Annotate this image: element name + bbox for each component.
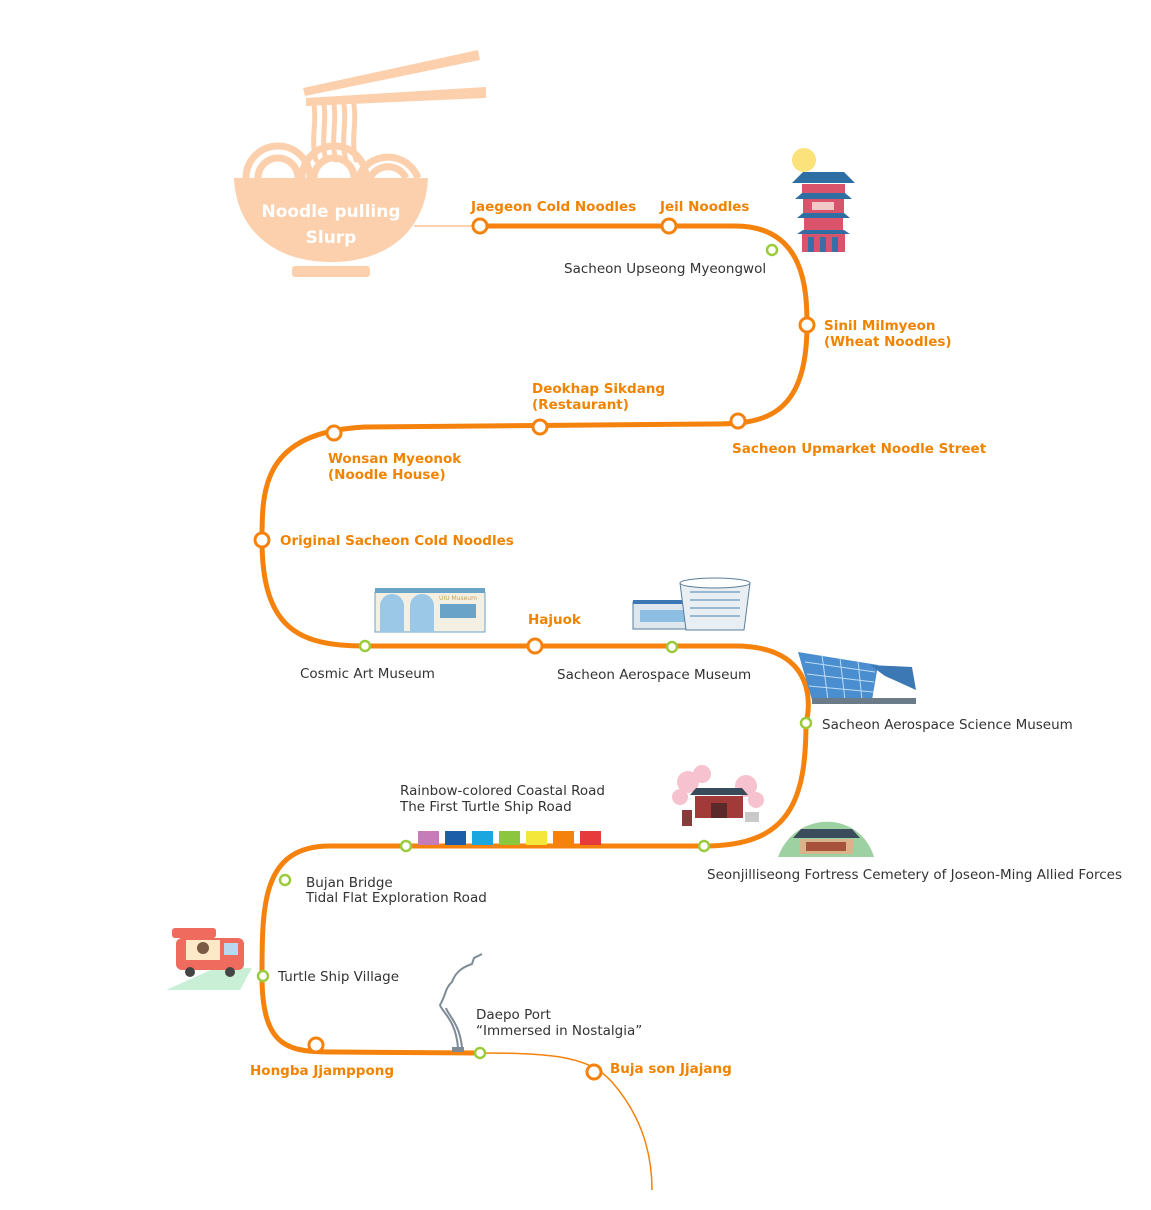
station-aerospace[interactable] (665, 640, 679, 654)
station-hongba[interactable] (307, 1036, 325, 1054)
station-cosmic[interactable] (358, 639, 372, 653)
station-original[interactable] (253, 531, 271, 549)
rainbow-block (418, 831, 439, 845)
label-turtle: Turtle Ship Village (277, 969, 399, 985)
bowl-base-icon (292, 266, 370, 277)
label-upseong: Sacheon Upseong Myeongwol (564, 261, 766, 277)
attraction-stations (256, 243, 813, 1060)
station-rainbow[interactable] (399, 839, 413, 853)
label-bujan-1: Bujan Bridge (306, 875, 393, 891)
label-jaegeon: Jaegeon Cold Noodles (470, 199, 636, 215)
label-hongba: Hongba Jjamppong (250, 1063, 394, 1079)
rainbow-block (580, 831, 601, 845)
label-buja: Buja son Jjajang (610, 1061, 732, 1077)
cherry-blossom-gate-illustration-icon (672, 765, 764, 826)
label-sinil-1: Sinil Milmyeon (824, 318, 936, 334)
daepo-sculpture-illustration-icon (438, 953, 483, 1052)
station-aero-science[interactable] (799, 716, 813, 730)
noodle-bowl-logo: Noodle pulling Slurp (234, 50, 486, 277)
station-buja[interactable] (585, 1063, 603, 1081)
label-wonsan-1: Wonsan Myeonok (328, 451, 462, 467)
label-cosmic: Cosmic Art Museum (300, 666, 435, 682)
station-wonsan[interactable] (325, 424, 343, 442)
label-deokhap-1: Deokhap Sikdang (532, 381, 665, 397)
station-turtle[interactable] (256, 969, 270, 983)
label-jeil: Jeil Noodles (659, 199, 749, 215)
label-daepo-2: “Immersed in Nostalgia” (476, 1023, 642, 1039)
noodle-swirl-icon (242, 142, 422, 180)
label-aero-science: Sacheon Aerospace Science Museum (822, 717, 1073, 733)
label-rainbow-1: Rainbow-colored Coastal Road (400, 783, 605, 799)
label-wonsan-2: (Noodle House) (328, 467, 446, 483)
fortress-shrine-illustration-icon (778, 821, 874, 857)
station-seonjilli[interactable] (697, 839, 711, 853)
pagoda-illustration-icon (792, 148, 855, 252)
rainbow-block (553, 831, 574, 845)
cosmic-art-museum-illustration-icon: UIU Museum (374, 588, 486, 633)
station-upseong[interactable] (765, 243, 779, 257)
rainbow-block (445, 831, 466, 845)
station-daepo[interactable] (473, 1046, 487, 1060)
station-hajuok[interactable] (526, 637, 544, 655)
bowl-icon (234, 178, 428, 262)
logo-line-2: Slurp (306, 228, 357, 248)
aerospace-museum-illustration-icon (632, 577, 751, 631)
label-seonjilli: Seonjilliseong Fortress Cemetery of Jose… (707, 867, 1122, 883)
museum-sign: UIU Museum (439, 595, 477, 602)
rainbow-block (472, 831, 493, 845)
aerospace-science-museum-illustration-icon (798, 652, 916, 704)
label-rainbow-2: The First Turtle Ship Road (399, 799, 572, 815)
food-truck-illustration-icon (166, 928, 252, 990)
chopstick-icon (303, 50, 480, 96)
station-bujan[interactable] (278, 873, 292, 887)
station-jaegeon[interactable] (471, 217, 489, 235)
station-upmarket[interactable] (729, 412, 747, 430)
rainbow-road-blocks (418, 831, 601, 845)
station-sinil[interactable] (798, 316, 816, 334)
noodle-strands-icon (310, 97, 359, 163)
label-daepo-1: Daepo Port (476, 1007, 551, 1023)
label-bujan-2: Tidal Flat Exploration Road (305, 890, 487, 906)
label-deokhap-2: (Restaurant) (532, 397, 629, 413)
rainbow-block (526, 831, 547, 845)
logo-line-1: Noodle pulling (261, 202, 400, 222)
label-sinil-2: (Wheat Noodles) (824, 334, 952, 350)
restaurant-stations (253, 217, 816, 1081)
route-line-extension (479, 1052, 653, 1191)
station-deokhap[interactable] (531, 418, 549, 436)
rainbow-block (499, 831, 520, 845)
label-original: Original Sacheon Cold Noodles (280, 533, 514, 549)
label-hajuok: Hajuok (528, 612, 582, 628)
label-aerospace: Sacheon Aerospace Museum (557, 667, 751, 683)
station-jeil[interactable] (660, 217, 678, 235)
label-upmarket: Sacheon Upmarket Noodle Street (732, 441, 987, 457)
